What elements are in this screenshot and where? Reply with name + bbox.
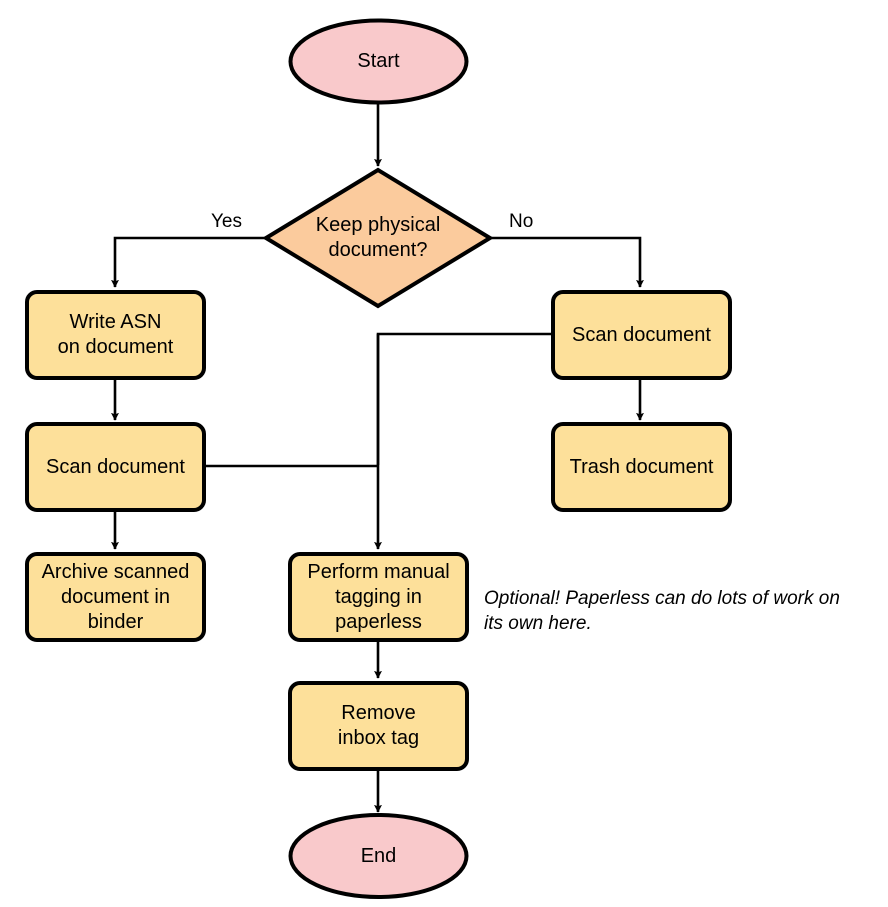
node-write-asn-shape[interactable]: [25, 290, 206, 380]
node-archive-shape[interactable]: [25, 552, 206, 642]
node-scan-left-shape[interactable]: [25, 422, 206, 512]
node-decision-shape[interactable]: [262, 167, 494, 309]
node-end-shape[interactable]: [288, 813, 469, 899]
edge-scan-right-to-merge: [376, 332, 552, 465]
edge-decision-yes-to-write-asn: [111, 236, 265, 288]
optional-note: Optional! Paperless can do lots of work …: [484, 588, 840, 634]
node-remove-inbox-shape[interactable]: [288, 681, 469, 771]
node-tagging-shape[interactable]: [288, 552, 469, 642]
edge-label-no: No: [509, 211, 534, 232]
node-start-shape[interactable]: [288, 18, 469, 105]
node-trash-shape[interactable]: [551, 422, 732, 512]
edge-decision-no-to-scan-right: [490, 236, 644, 288]
node-scan-right-shape[interactable]: [551, 290, 732, 380]
edge-label-yes: Yes: [211, 211, 242, 232]
